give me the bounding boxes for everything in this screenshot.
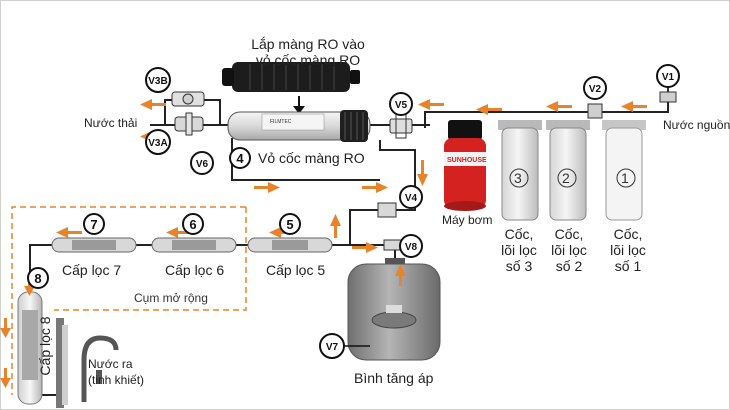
valve-v4 (377, 202, 397, 218)
badge-v6: V6 (190, 151, 214, 175)
cup-2-line2: lõi lọc (551, 242, 587, 258)
badge-step-4: 4 (229, 147, 251, 169)
badge-step-7: 7 (83, 213, 105, 235)
svg-text:5: 5 (286, 217, 293, 232)
output-line2: (tinh khiết) (88, 373, 145, 387)
pump-label: Máy bơm (442, 213, 493, 227)
ro-install-line1: Lắp màng RO vào (251, 36, 365, 52)
cup-2-line3: số 2 (555, 258, 583, 274)
ro-install-line2: vỏ cốc màng RO (255, 52, 361, 68)
cup-3 (498, 120, 542, 221)
tank-label: Bình tăng áp (354, 370, 434, 386)
ro-housing-label: Vỏ cốc màng RO (258, 150, 365, 166)
ro-install-label: Lắp màng RO vào vỏ cốc màng RO (238, 36, 378, 68)
waste-water-label: Nước thải (84, 116, 138, 130)
svg-text:8: 8 (34, 271, 41, 286)
cup-3-number: 3 (514, 170, 522, 186)
pipe-ro-pure (349, 140, 416, 245)
cup-1-line1: Cốc, (613, 226, 643, 242)
filter-5-label: Cấp lọc 5 (266, 262, 326, 278)
badge-v4: V4 (399, 185, 423, 209)
ro-membrane (222, 62, 360, 92)
cup-1 (602, 120, 646, 221)
install-arrow (293, 96, 305, 114)
cup-3-line2: lõi lọc (501, 242, 537, 258)
output-line1: Nước ra (88, 357, 133, 371)
ro-housing: FILMTEC (227, 110, 371, 142)
cup-1-line3: số 1 (614, 258, 642, 274)
svg-text:4: 4 (236, 151, 244, 166)
valve-v5 (389, 113, 413, 139)
filter-6 (151, 237, 237, 253)
svg-text:V3B: V3B (148, 76, 167, 87)
cup-1-label: Cốc, lõi lọc số 1 (605, 226, 651, 274)
pump-brand-text: SUNHOUSE (447, 157, 487, 164)
cup-2 (546, 120, 590, 221)
faucet (56, 318, 119, 408)
badge-v7: V7 (319, 333, 345, 359)
flow-arrows (0, 99, 647, 388)
cup-3-line3: số 3 (505, 258, 533, 274)
pump: SUNHOUSE (444, 120, 487, 211)
svg-text:V8: V8 (405, 242, 418, 253)
filter-5 (247, 237, 333, 253)
filter-6-label: Cấp lọc 6 (165, 262, 225, 278)
svg-text:6: 6 (189, 217, 196, 232)
pressure-tank (347, 258, 441, 361)
source-water-label: Nước nguồn (663, 118, 730, 132)
svg-text:V5: V5 (395, 100, 408, 111)
svg-text:V1: V1 (662, 72, 675, 83)
filter-8 (17, 291, 43, 405)
filter-8-label: Cấp lọc 8 (37, 316, 53, 376)
badge-v8: V8 (399, 234, 423, 258)
filter-7 (51, 237, 137, 253)
badge-step-5: 5 (279, 213, 301, 235)
badge-v1: V1 (656, 64, 680, 88)
badge-step-8: 8 (27, 267, 49, 289)
expansion-label: Cụm mở rộng (134, 291, 208, 305)
valve-v2 (587, 103, 603, 119)
cup-2-line1: Cốc, (554, 226, 584, 242)
badge-v2: V2 (583, 76, 607, 100)
svg-text:7: 7 (90, 217, 97, 232)
badge-v3a: V3A (145, 129, 171, 155)
badge-step-6: 6 (182, 213, 204, 235)
cup-2-number: 2 (562, 170, 570, 186)
svg-text:V2: V2 (589, 84, 602, 95)
svg-text:V4: V4 (405, 193, 418, 204)
badge-v5: V5 (389, 92, 413, 116)
cup-2-label: Cốc, lõi lọc số 2 (546, 226, 592, 274)
pipe-main-top (424, 100, 669, 128)
dashed-box-left (11, 206, 246, 395)
output-water-label: Nước ra (tinh khiết) (88, 356, 152, 388)
svg-text:V3A: V3A (148, 138, 167, 149)
badge-v3b: V3B (145, 67, 171, 93)
cup-1-line2: lõi lọc (610, 242, 646, 258)
filter-7-label: Cấp lọc 7 (62, 262, 122, 278)
ro-brand-text: FILMTEC (270, 119, 292, 125)
dashed-box-right (54, 207, 247, 311)
cup-3-line1: Cốc, (504, 226, 534, 242)
cup-3-label: Cốc, lõi lọc số 3 (496, 226, 542, 274)
svg-text:V6: V6 (196, 159, 209, 170)
waste-valve-v3a (174, 112, 204, 136)
waste-valve-v3b (171, 91, 205, 107)
svg-text:V7: V7 (326, 342, 339, 353)
cup-1-number: 1 (621, 170, 629, 186)
